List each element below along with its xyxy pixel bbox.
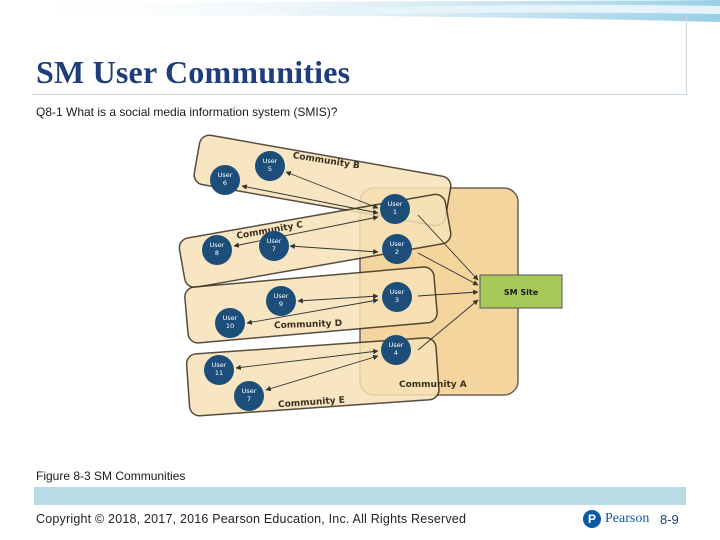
svg-text:3: 3 — [395, 296, 399, 304]
arrow-u7-u2 — [289, 243, 379, 255]
svg-text:User: User — [263, 157, 278, 165]
user-1: User 1 — [380, 194, 410, 224]
svg-text:User: User — [218, 171, 233, 179]
user-7: User 7 — [259, 231, 289, 261]
page-number: 8-9 — [660, 512, 679, 527]
figure-caption: Figure 8-3 SM Communities — [36, 469, 186, 483]
arrow-u4-site — [417, 299, 479, 351]
community-d-label: Community D — [274, 319, 343, 331]
user-9: User 9 — [266, 286, 296, 316]
community-e-label: Community E — [278, 396, 345, 411]
user-5: User 5 — [255, 151, 285, 181]
svg-text:User: User — [390, 288, 405, 296]
sm-site-label: SM Site — [504, 288, 539, 297]
user-10: User 10 — [215, 308, 245, 338]
arrow-u1-site — [417, 214, 479, 281]
svg-text:7: 7 — [247, 395, 251, 403]
header-swoosh — [0, 0, 720, 22]
user-7-community-e: User 7 — [234, 381, 264, 411]
svg-text:6: 6 — [223, 179, 227, 187]
slide-subtitle: Q8-1 What is a social media information … — [36, 105, 338, 119]
svg-text:User: User — [388, 200, 403, 208]
pearson-logo-mark: P — [583, 510, 601, 528]
user-6: User 6 — [210, 165, 240, 195]
user-8: User 8 — [202, 235, 232, 265]
svg-text:User: User — [390, 240, 405, 248]
sm-communities-diagram: SM Site Community B Community C Communit… — [178, 134, 563, 417]
user-2: User 2 — [382, 234, 412, 264]
pearson-logo-text: Pearson — [605, 511, 650, 526]
arrow-u2-site — [417, 252, 479, 286]
user-3: User 3 — [382, 282, 412, 312]
sm-site-box — [479, 274, 563, 309]
svg-text:User: User — [267, 237, 282, 245]
arrow-u7b-u4 — [265, 354, 379, 392]
arrow-u8-u1 — [233, 215, 379, 248]
svg-text:2: 2 — [395, 248, 399, 256]
title-frame — [32, 16, 687, 95]
svg-text:User: User — [274, 292, 289, 300]
copyright-notice: Copyright © 2018, 2017, 2016 Pearson Edu… — [36, 512, 467, 526]
svg-text:User: User — [389, 341, 404, 349]
svg-text:10: 10 — [226, 322, 234, 330]
svg-text:User: User — [210, 241, 225, 249]
svg-text:1: 1 — [393, 208, 397, 216]
svg-text:User: User — [223, 314, 238, 322]
slide-title: SM User Communities — [36, 54, 351, 90]
arrow-u6-u1 — [241, 184, 379, 215]
community-a-label: Community A — [399, 380, 467, 390]
user-11: User 11 — [204, 355, 234, 385]
svg-text:User: User — [242, 387, 257, 395]
svg-text:User: User — [212, 361, 227, 369]
footer-bar — [34, 487, 686, 505]
svg-text:5: 5 — [268, 165, 272, 173]
user-4: User 4 — [381, 335, 411, 365]
svg-text:11: 11 — [215, 369, 223, 377]
svg-text:7: 7 — [272, 245, 276, 253]
arrow-u3-site — [417, 289, 479, 297]
svg-text:9: 9 — [279, 300, 283, 308]
pearson-logo: P Pearson — [583, 510, 649, 528]
svg-text:4: 4 — [394, 349, 398, 357]
svg-text:8: 8 — [215, 249, 219, 257]
arrow-u10-u3 — [246, 298, 379, 325]
